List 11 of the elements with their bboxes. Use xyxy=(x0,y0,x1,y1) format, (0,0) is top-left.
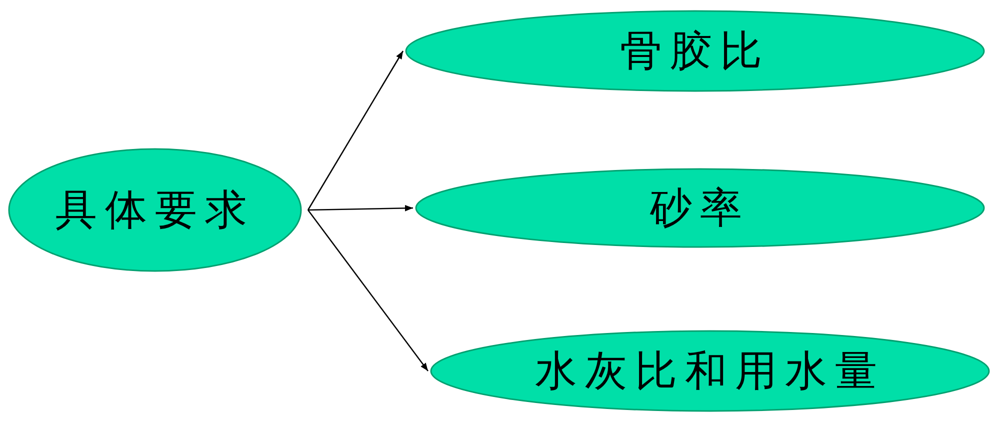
arrow xyxy=(307,210,429,372)
node-label: 骨胶比 xyxy=(620,25,770,77)
node-label: 具体要求 xyxy=(55,184,255,236)
arrow xyxy=(307,50,404,210)
arrow xyxy=(308,204,414,212)
ellipse-node xyxy=(405,10,985,92)
node-label: 水灰比和用水量 xyxy=(535,345,885,397)
node-label: 砂率 xyxy=(650,182,750,234)
ellipse-node xyxy=(415,168,985,248)
ellipse-node xyxy=(8,148,302,272)
ellipse-node xyxy=(430,330,990,412)
